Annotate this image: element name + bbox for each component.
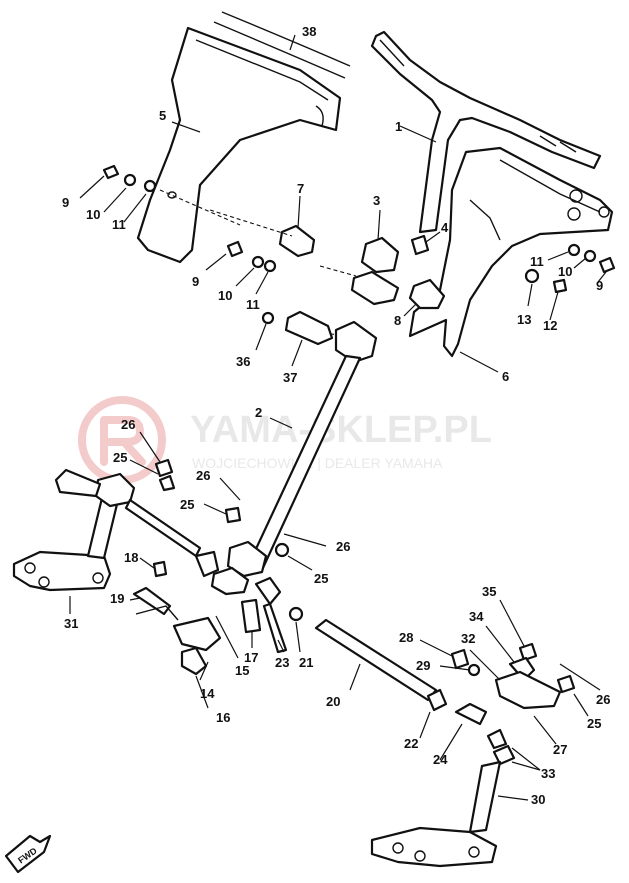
part-label: 35: [482, 584, 496, 599]
part-30-right-column: [370, 760, 529, 868]
part-label: 33: [541, 766, 555, 781]
part-label: 37: [283, 370, 297, 385]
part-label: 26: [336, 539, 350, 554]
part-label: 14: [200, 686, 215, 701]
part-label: 34: [469, 609, 484, 624]
part-label: 10: [86, 207, 100, 222]
part-label: 2: [255, 405, 262, 420]
part-label: 17: [244, 650, 258, 665]
part-label: 26: [121, 417, 135, 432]
part-label: 28: [399, 630, 413, 645]
part-1-handlebar: [370, 30, 602, 234]
fwd-arrow-icon: FWD: [4, 834, 52, 874]
part-label: 30: [531, 792, 545, 807]
part-label: 6: [502, 369, 509, 384]
part-label: 25: [113, 450, 127, 465]
part-label: 8: [394, 313, 401, 328]
part-label: 16: [216, 710, 230, 725]
part-3-clamp: [319, 209, 446, 317]
part-label: 11: [530, 254, 544, 269]
part-label: 3: [373, 193, 380, 208]
part-label: 9: [596, 278, 603, 293]
fastener-group-right: [524, 243, 616, 321]
part-label: 15: [235, 663, 249, 678]
part-label: 1: [395, 119, 402, 134]
part-label: 9: [62, 195, 69, 210]
part-label: 26: [196, 468, 210, 483]
watermark: YAMA-SKLEP.PL WOJCIECHOWICZ | DEALER YAM…: [78, 396, 492, 484]
part-label: 36: [236, 354, 250, 369]
part-label: 26: [596, 692, 610, 707]
part-label: 29: [416, 658, 430, 673]
part-label: 27: [553, 742, 567, 757]
part-label: 18: [124, 550, 138, 565]
watermark-logo-icon: [78, 396, 166, 484]
part-label: 7: [297, 181, 304, 196]
part-label: 11: [246, 297, 260, 312]
part-label: 19: [110, 591, 124, 606]
part-label: 9: [192, 274, 199, 289]
part-label: 4: [441, 220, 449, 235]
part-labels: 38 5 1 9 10 11 7 3 4 9 10 11 11 10 9 8 1…: [62, 24, 610, 807]
part-5-left-cover: [136, 26, 342, 264]
part-label: 24: [433, 752, 448, 767]
part-label: 10: [558, 264, 572, 279]
part-31-left-column: [12, 468, 220, 614]
part-20-tie-rod: [314, 618, 438, 702]
part-label: 20: [326, 694, 340, 709]
part-19-arm: [129, 557, 179, 621]
part-label: 11: [112, 217, 126, 232]
part-label: 23: [275, 655, 289, 670]
fastener-group-upper-left: [79, 164, 241, 226]
small-fasteners-left: [129, 431, 327, 571]
part-label: 25: [314, 571, 328, 586]
part-label: 10: [218, 288, 232, 303]
right-tie-rod-assembly: [419, 599, 601, 771]
part-7-bracket: [205, 195, 316, 295]
part-label: 31: [64, 616, 78, 631]
watermark-brand: YAMA-SKLEP.PL: [190, 409, 492, 451]
part-2-steering-column: [210, 320, 378, 596]
part-label: 13: [517, 312, 531, 327]
part-label: 21: [299, 655, 313, 670]
part-14-bracket: [172, 615, 239, 709]
part-23-rod-end: [240, 576, 304, 654]
part-38-cover-strip: [213, 11, 351, 79]
part-label: 32: [461, 631, 475, 646]
part-label: 5: [159, 108, 166, 123]
part-label: 25: [587, 716, 601, 731]
part-label: 12: [543, 318, 557, 333]
part-label: 38: [302, 24, 316, 39]
part-label: 22: [404, 736, 418, 751]
part-label: 25: [180, 497, 194, 512]
watermark-subtitle: WOJCIECHOWICZ | DEALER YAMAHA: [192, 455, 443, 471]
